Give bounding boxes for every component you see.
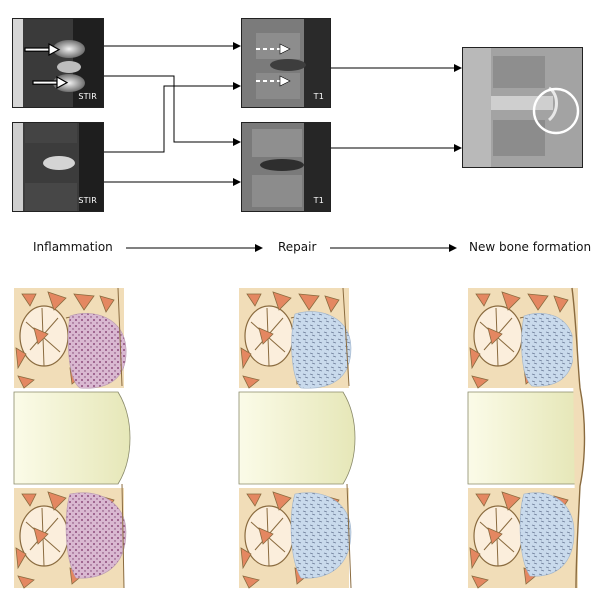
- connector-stir-top-to-t1-bottom: [104, 75, 241, 146]
- stage-label-inflammation: Inflammation: [33, 240, 113, 254]
- xray-image: [463, 48, 582, 167]
- xray-panel: [462, 47, 583, 168]
- arrow-dashed-lower: [256, 75, 291, 87]
- histology-inflammation: [13, 287, 131, 589]
- xray-highlight-circle: [532, 87, 580, 135]
- disc-repair: [238, 391, 356, 485]
- mri-label-stir-top: STIR: [78, 92, 97, 101]
- mri-stir-top-image: [13, 19, 103, 107]
- histology-illustrations: [13, 287, 586, 589]
- mri-t1-top-image: [242, 19, 330, 107]
- arrow-dashed-upper: [256, 43, 291, 55]
- connector-arrows: [104, 42, 462, 186]
- stage-arrows: [126, 244, 457, 252]
- syndesmophyte-bridge: [571, 287, 586, 589]
- histology-new-bone: [467, 287, 586, 589]
- stage-label-new-bone: New bone formation: [469, 240, 592, 254]
- disc-new-bone: [467, 391, 577, 485]
- mri-label-t1-bottom: T1: [313, 196, 324, 205]
- arrow-solid-upper: [24, 42, 61, 57]
- histology-repair: [238, 287, 356, 589]
- mri-label-t1-top: T1: [313, 92, 324, 101]
- connector-stir-bottom-to-t1-top: [104, 82, 241, 153]
- mri-label-stir-bottom: STIR: [78, 196, 97, 205]
- mri-stir-bottom-image: [13, 123, 103, 211]
- disc-inflammation: [13, 391, 131, 485]
- mri-stir-panel-top: STIR: [12, 18, 104, 108]
- stage-label-repair: Repair: [278, 240, 317, 254]
- mri-t1-bottom-image: [242, 123, 330, 211]
- mri-stir-panel-bottom: STIR: [12, 122, 104, 212]
- mri-t1-panel-top: T1: [241, 18, 331, 108]
- mri-t1-panel-bottom: T1: [241, 122, 331, 212]
- arrow-solid-lower: [32, 75, 69, 90]
